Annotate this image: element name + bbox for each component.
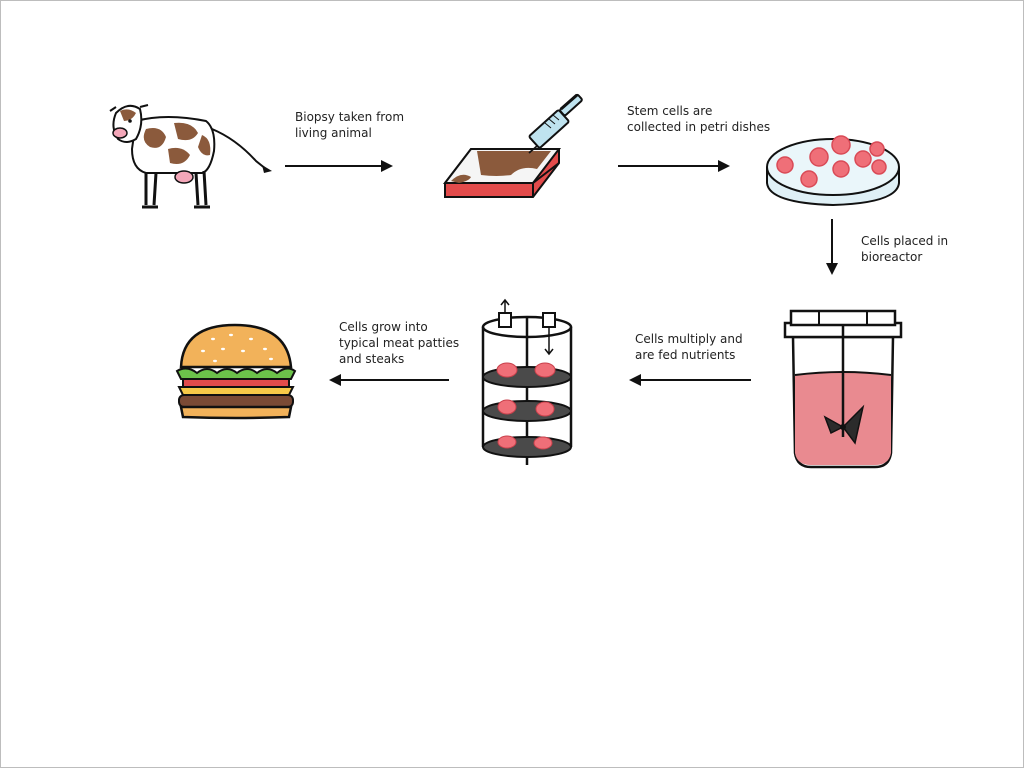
arrow-bioreactor-to-rack: [629, 374, 751, 386]
step-1-label: Biopsy taken from living animal: [295, 110, 405, 140]
step-3-label: Cells placed in bioreactor: [861, 234, 949, 264]
petri-dish-illustration: [766, 135, 900, 207]
arrow-biopsy-to-petri: [618, 160, 730, 172]
burger-illustration: [175, 323, 297, 420]
step-2-label: Stem cells are collected in petri dishes: [627, 104, 771, 134]
growth-rack-illustration: [481, 298, 573, 465]
tissue-sample-syringe-illustration: [442, 93, 583, 198]
step-5-label: Cells grow into typical meat patties and…: [339, 320, 460, 366]
arrow-cow-to-biopsy: [285, 160, 393, 172]
cow-illustration: [109, 104, 272, 209]
arrow-petri-to-bioreactor: [826, 219, 838, 275]
bioreactor-jar-illustration: [783, 309, 903, 469]
step-4-label: Cells multiply and are fed nutrients: [635, 332, 743, 362]
arrow-rack-to-burger: [329, 374, 449, 386]
